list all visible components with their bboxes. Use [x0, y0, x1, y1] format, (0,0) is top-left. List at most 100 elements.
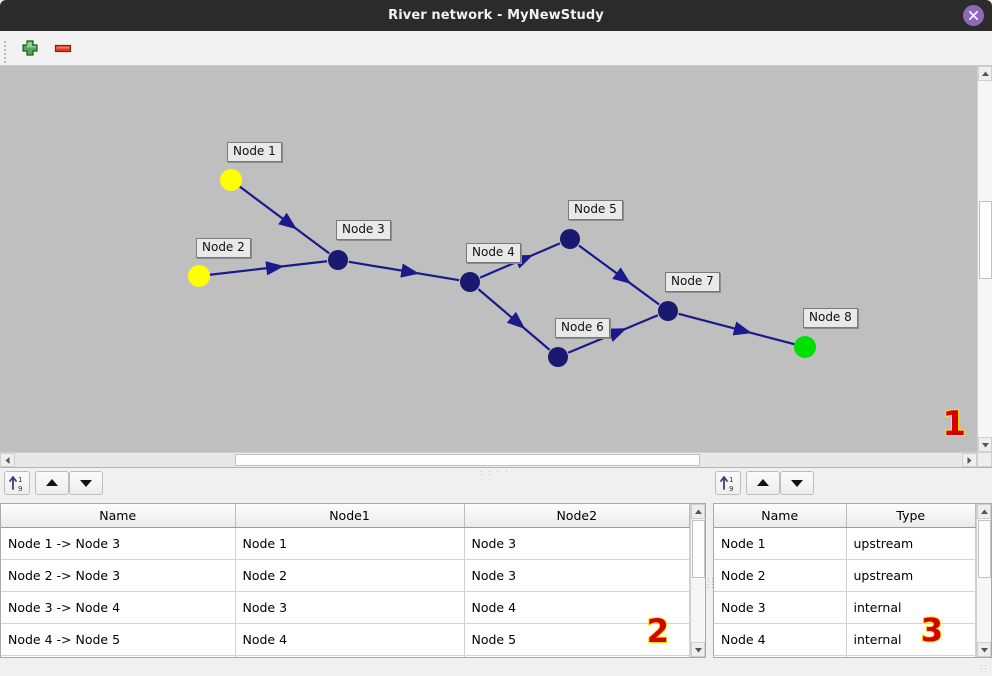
- node-label-node-5[interactable]: Node 5: [568, 200, 623, 220]
- graph-node-node-8[interactable]: [794, 336, 816, 358]
- table-cell[interactable]: upstream: [846, 559, 976, 592]
- vertical-splitter[interactable]: ········: [706, 500, 713, 676]
- graph-node-node-4[interactable]: [460, 272, 480, 292]
- edge-arrow-icon: [732, 321, 752, 336]
- table-cell[interactable]: [464, 655, 690, 657]
- scroll-up-icon[interactable]: [691, 504, 705, 519]
- column-header-name[interactable]: Name: [1, 504, 236, 528]
- table-cell[interactable]: Node 3: [464, 527, 690, 560]
- table-cell[interactable]: Node 3: [235, 591, 465, 624]
- table-cell[interactable]: Node 2 -> Node 3: [1, 559, 236, 592]
- column-header-type[interactable]: Type: [846, 504, 976, 528]
- table-cell[interactable]: Node 3: [464, 559, 690, 592]
- scroll-left-icon[interactable]: [0, 453, 15, 467]
- network-graph-canvas[interactable]: Node 1 Node 2 Node 3 Node 4 Node 5 Node 6 Node…: [0, 66, 992, 452]
- table-cell[interactable]: Node 4: [235, 623, 465, 656]
- graph-node-node-7[interactable]: [658, 301, 678, 321]
- sort-ascending-icon[interactable]: 1 9: [715, 471, 741, 495]
- node-label-node-8[interactable]: Node 8: [803, 308, 858, 328]
- table-cell[interactable]: Node 5: [464, 623, 690, 656]
- scroll-down-icon[interactable]: [978, 437, 992, 452]
- table-cell[interactable]: Node 2: [235, 559, 465, 592]
- table-cell[interactable]: Node 3: [714, 591, 847, 624]
- node-label-node-6[interactable]: Node 6: [555, 318, 610, 338]
- links-table-scrollbar[interactable]: [690, 504, 705, 657]
- sort-ascending-icon[interactable]: 1 9: [4, 471, 30, 495]
- graph-vertical-scrollbar[interactable]: [977, 66, 992, 452]
- nodes-scroll-thumb[interactable]: [978, 520, 991, 578]
- node-label-node-2[interactable]: Node 2: [196, 238, 251, 258]
- scrollbar-corner: [977, 452, 992, 467]
- graph-node-node-5[interactable]: [560, 229, 580, 249]
- scroll-down-icon[interactable]: [691, 642, 705, 657]
- table-cell[interactable]: internal: [846, 623, 976, 656]
- column-header-name[interactable]: Name: [714, 504, 847, 528]
- scroll-up-icon[interactable]: [978, 66, 992, 81]
- table-row[interactable]: [1, 655, 690, 657]
- links-scroll-thumb[interactable]: [692, 520, 705, 578]
- annotation-marker-1: 1: [941, 403, 967, 445]
- splitter-grip: · · · · · ·: [480, 468, 510, 479]
- scroll-right-icon[interactable]: [962, 453, 977, 467]
- table-cell[interactable]: upstream: [846, 527, 976, 560]
- triangle-down-icon[interactable]: [780, 471, 814, 495]
- triangle-down-icon[interactable]: [69, 471, 103, 495]
- add-plus-icon[interactable]: [17, 35, 43, 61]
- table-cell[interactable]: internal: [846, 591, 976, 624]
- graph-hscroll-thumb[interactable]: [235, 454, 700, 466]
- table-cell[interactable]: [714, 655, 847, 657]
- table-cell[interactable]: [846, 655, 976, 657]
- window-title: River network - MyNewStudy: [388, 8, 604, 23]
- table-cell[interactable]: Node 3 -> Node 4: [1, 591, 236, 624]
- graph-node-node-6[interactable]: [548, 347, 568, 367]
- scroll-up-icon[interactable]: [977, 504, 991, 519]
- svg-text:1: 1: [729, 476, 733, 484]
- graph-node-node-1[interactable]: [220, 169, 242, 191]
- table-cell[interactable]: Node 2: [714, 559, 847, 592]
- table-row[interactable]: [714, 655, 976, 657]
- toolbar-grip[interactable]: [4, 39, 8, 63]
- graph-node-node-3[interactable]: [328, 250, 348, 270]
- node-label-node-3[interactable]: Node 3: [336, 220, 391, 240]
- node-label-node-1[interactable]: Node 1: [227, 142, 282, 162]
- table-cell[interactable]: Node 4: [714, 623, 847, 656]
- edge-arrow-icon: [607, 328, 627, 342]
- delete-minus-icon[interactable]: [50, 35, 76, 61]
- triangle-up-icon[interactable]: [35, 471, 69, 495]
- node-label-node-7[interactable]: Node 7: [665, 272, 720, 292]
- table-cell[interactable]: Node 4 -> Node 5: [1, 623, 236, 656]
- table-cell[interactable]: [1, 655, 236, 657]
- table-cell[interactable]: Node 4: [464, 591, 690, 624]
- table-cell[interactable]: Node 1: [714, 527, 847, 560]
- column-header-node1[interactable]: Node1: [235, 504, 465, 528]
- scroll-down-icon[interactable]: [977, 642, 991, 657]
- triangle-up-icon[interactable]: [746, 471, 780, 495]
- table-cell[interactable]: [235, 655, 465, 657]
- nodes-table-scrollbar[interactable]: [976, 504, 991, 657]
- horizontal-splitter[interactable]: · · · · · ·: [0, 467, 992, 479]
- node-label-node-4[interactable]: Node 4: [466, 243, 521, 263]
- graph-vscroll-thumb[interactable]: [979, 201, 992, 279]
- table-cell[interactable]: Node 1: [235, 527, 465, 560]
- edge-arrow-icon: [506, 311, 526, 330]
- column-header-node2[interactable]: Node2: [464, 504, 690, 528]
- graph-horizontal-scrollbar[interactable]: [0, 452, 977, 467]
- graph-node-node-2[interactable]: [188, 265, 210, 287]
- links-table-toolbar: 1 9: [0, 471, 706, 499]
- table-cell[interactable]: Node 1 -> Node 3: [1, 527, 236, 560]
- close-icon[interactable]: [963, 5, 984, 26]
- resize-grip-icon[interactable]: ····: [980, 662, 989, 673]
